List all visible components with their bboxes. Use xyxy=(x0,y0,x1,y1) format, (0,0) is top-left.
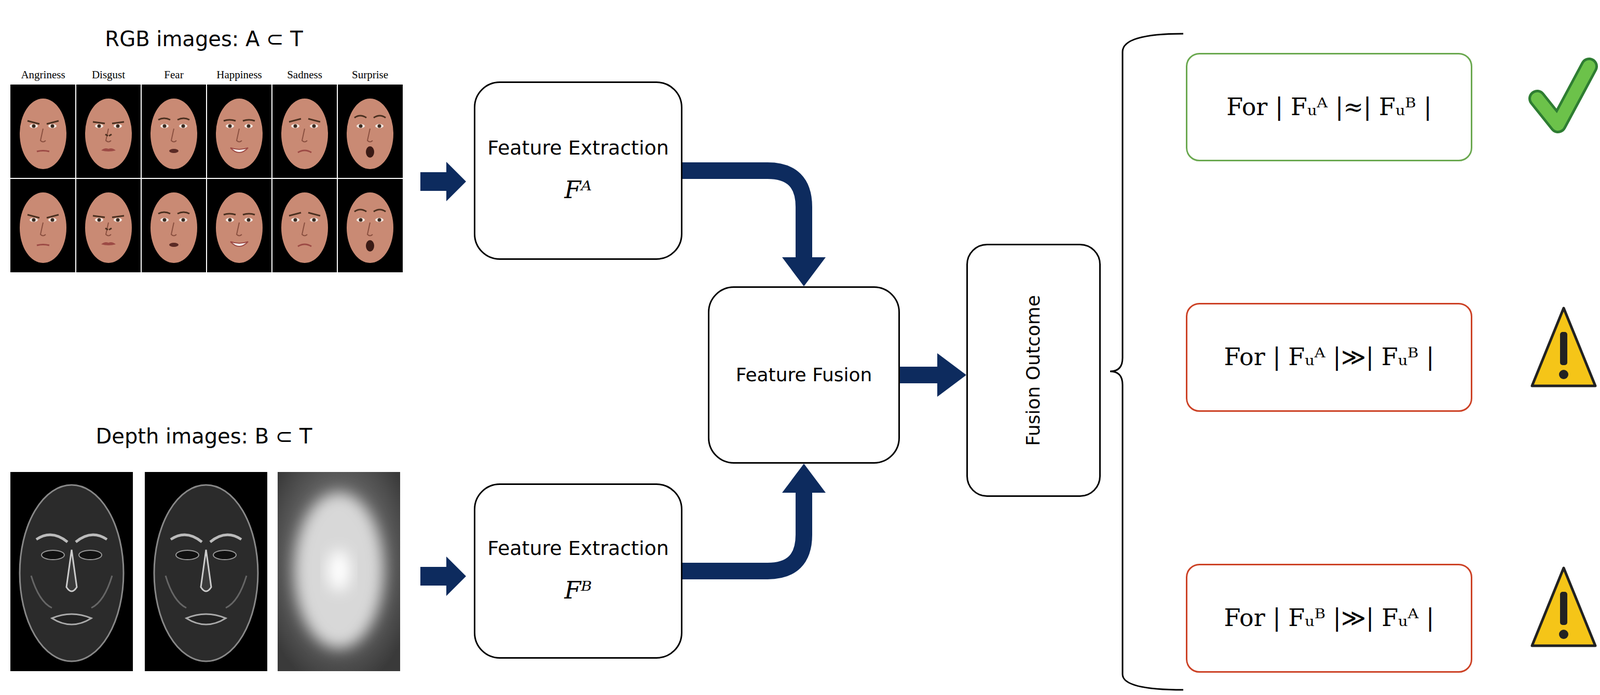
warning-icon xyxy=(1532,568,1596,647)
outcome-box: Fusion Outcome xyxy=(966,243,1101,498)
arrow-shaft xyxy=(899,366,938,384)
emotion-label: Surprise xyxy=(351,68,389,82)
arrow-head xyxy=(937,353,967,398)
face-image xyxy=(10,178,76,273)
grid-lines xyxy=(10,84,403,273)
emotion-label: Disgust xyxy=(91,68,126,82)
flow-arrow xyxy=(899,353,967,398)
node-symbol: Fᴬ xyxy=(557,174,600,207)
face-image xyxy=(141,178,207,273)
condition-box: For | Fᵤᴬ |≈| Fᵤᴮ | xyxy=(1185,52,1473,162)
node-text: For | Fᵤᴬ |≫| Fᵤᴮ | xyxy=(1216,342,1442,374)
warning-icon xyxy=(1532,308,1596,387)
emotion-label: Sadness xyxy=(286,68,323,82)
node-text: Feature Extraction xyxy=(480,135,677,161)
flow-arrow xyxy=(682,463,826,572)
face-image xyxy=(75,84,142,179)
node-text: Feature Extraction xyxy=(480,536,677,562)
check-mark xyxy=(1537,66,1590,125)
depth-image xyxy=(277,472,401,672)
emotion-label: Fear xyxy=(163,68,184,82)
node-text: Fusion Outcome xyxy=(1021,295,1046,447)
condition-box: For | Fᵤᴮ |≫| Fᵤᴬ | xyxy=(1185,564,1473,674)
arrow-shaft xyxy=(682,493,804,572)
face-image xyxy=(337,84,403,179)
node-text: For | Fᵤᴮ |≫| Fᵤᴬ | xyxy=(1216,603,1442,635)
face-image xyxy=(337,178,403,273)
arrow-head xyxy=(782,257,826,287)
face-image xyxy=(206,178,272,273)
depth-image xyxy=(144,472,268,672)
node-symbol: Fᴮ xyxy=(556,575,599,607)
face-image xyxy=(141,84,207,179)
arrow-head xyxy=(782,463,826,494)
node-text: Feature Fusion xyxy=(728,363,880,388)
face-image xyxy=(10,84,76,179)
emotion-label: Happiness xyxy=(216,68,263,82)
input-arrow xyxy=(420,161,467,202)
node-text: For | Fᵤᴬ |≈| Fᵤᴮ | xyxy=(1219,91,1439,123)
process-box: Feature ExtractionFᴮ xyxy=(473,483,683,660)
rgb-face-grid xyxy=(10,84,403,273)
depth-images xyxy=(10,472,401,672)
emotion-label: Angriness xyxy=(20,68,65,82)
section-heading: Depth images: B ⊂ T xyxy=(96,424,313,449)
section-heading: RGB images: A ⊂ T xyxy=(104,26,303,51)
face-image xyxy=(206,84,272,179)
grid-ground xyxy=(10,84,403,273)
process-box: Feature ExtractionFᴬ xyxy=(473,81,683,261)
flow-arrow xyxy=(682,170,826,287)
face-image xyxy=(271,178,338,273)
arrow-shaft xyxy=(682,170,804,258)
input-arrow xyxy=(420,556,467,597)
process-box: Feature Fusion xyxy=(707,286,900,464)
depth-image xyxy=(10,472,133,672)
condition-box: For | Fᵤᴬ |≫| Fᵤᴮ | xyxy=(1185,303,1473,413)
face-image xyxy=(75,178,142,273)
face-image xyxy=(271,84,338,179)
curly-brace xyxy=(1110,33,1184,691)
